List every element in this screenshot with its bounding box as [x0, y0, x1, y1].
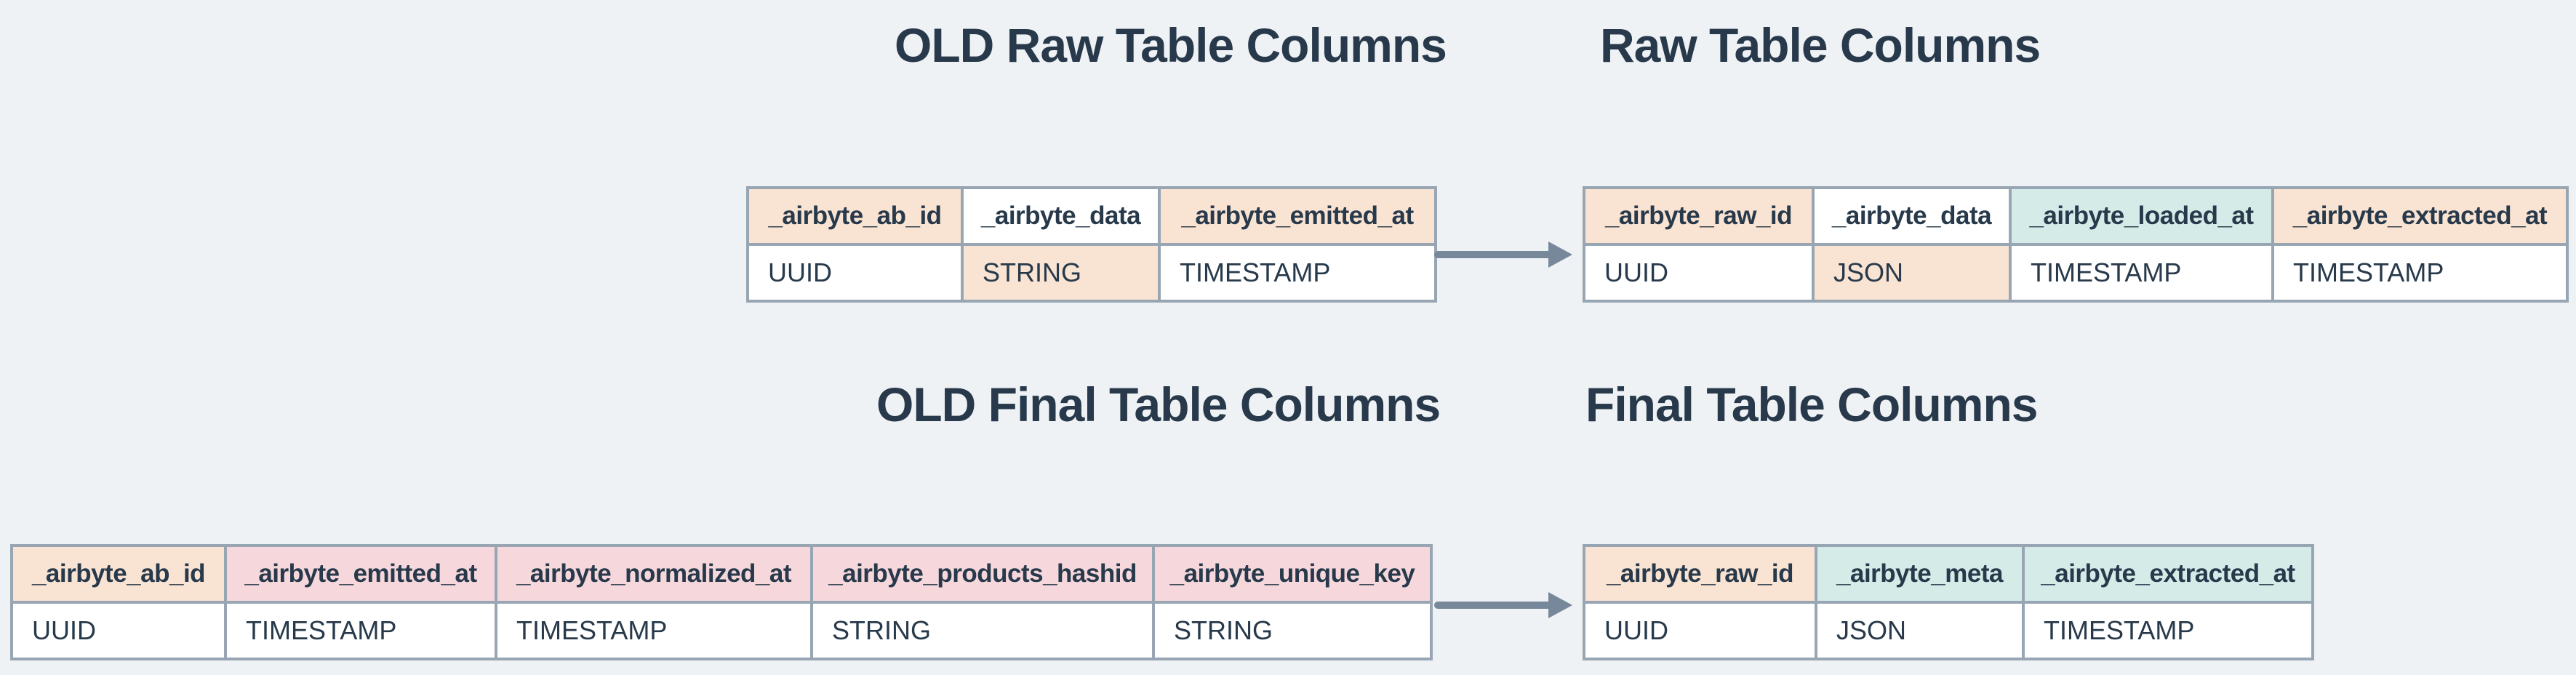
column-type-cell: TIMESTAMP [2022, 601, 2314, 660]
column-type-row: UUID TIMESTAMP TIMESTAMP STRING STRING [10, 601, 1433, 660]
column-name-row: _airbyte_raw_id _airbyte_data _airbyte_l… [1583, 186, 2569, 246]
column-type-row: UUID STRING TIMESTAMP [746, 243, 1437, 303]
old-raw-table-title: OLD Raw Table Columns [895, 18, 1447, 72]
column-type-cell: JSON [1812, 243, 2012, 303]
new-raw-table: _airbyte_raw_id _airbyte_data _airbyte_l… [1583, 186, 2569, 303]
column-type-row: UUID JSON TIMESTAMP [1583, 601, 2314, 660]
column-name-cell: _airbyte_emitted_at [1158, 186, 1437, 246]
column-name-cell: _airbyte_meta [1815, 544, 2025, 604]
column-type-cell: UUID [10, 601, 227, 660]
column-type-cell: STRING [1152, 601, 1433, 660]
column-type-cell: UUID [1583, 243, 1815, 303]
right-arrow-icon [1434, 241, 1572, 268]
column-type-row: UUID JSON TIMESTAMP TIMESTAMP [1583, 243, 2569, 303]
column-name-row: _airbyte_ab_id _airbyte_emitted_at _airb… [10, 544, 1433, 604]
column-type-cell: UUID [1583, 601, 1817, 660]
old-raw-table: _airbyte_ab_id _airbyte_data _airbyte_em… [746, 186, 1437, 303]
column-type-cell: STRING [810, 601, 1155, 660]
column-name-cell: _airbyte_extracted_at [2271, 186, 2569, 246]
column-type-cell: TIMESTAMP [495, 601, 813, 660]
column-name-row: _airbyte_raw_id _airbyte_meta _airbyte_e… [1583, 544, 2314, 604]
column-type-cell: TIMESTAMP [224, 601, 497, 660]
column-name-cell: _airbyte_ab_id [10, 544, 227, 604]
column-name-cell: _airbyte_extracted_at [2022, 544, 2314, 604]
column-type-cell: JSON [1815, 601, 2025, 660]
column-name-cell: _airbyte_normalized_at [495, 544, 813, 604]
column-name-cell: _airbyte_loaded_at [2009, 186, 2274, 246]
column-name-cell: _airbyte_emitted_at [224, 544, 497, 604]
column-name-cell: _airbyte_products_hashid [810, 544, 1155, 604]
column-name-cell: _airbyte_ab_id [746, 186, 964, 246]
raw-table-title: Raw Table Columns [1600, 18, 2041, 72]
right-arrow-icon [1434, 592, 1572, 618]
column-type-cell: TIMESTAMP [2271, 243, 2569, 303]
column-type-cell: TIMESTAMP [1158, 243, 1437, 303]
column-name-cell: _airbyte_raw_id [1583, 544, 1817, 604]
column-name-cell: _airbyte_raw_id [1583, 186, 1815, 246]
column-type-cell: UUID [746, 243, 964, 303]
old-final-table: _airbyte_ab_id _airbyte_emitted_at _airb… [10, 544, 1433, 660]
column-name-cell: _airbyte_unique_key [1152, 544, 1433, 604]
column-type-cell: STRING [961, 243, 1161, 303]
new-final-table: _airbyte_raw_id _airbyte_meta _airbyte_e… [1583, 544, 2314, 660]
old-final-table-title: OLD Final Table Columns [876, 378, 1441, 431]
column-name-cell: _airbyte_data [961, 186, 1161, 246]
column-type-cell: TIMESTAMP [2009, 243, 2274, 303]
column-name-cell: _airbyte_data [1812, 186, 2012, 246]
column-name-row: _airbyte_ab_id _airbyte_data _airbyte_em… [746, 186, 1437, 246]
final-table-title: Final Table Columns [1585, 378, 2039, 431]
